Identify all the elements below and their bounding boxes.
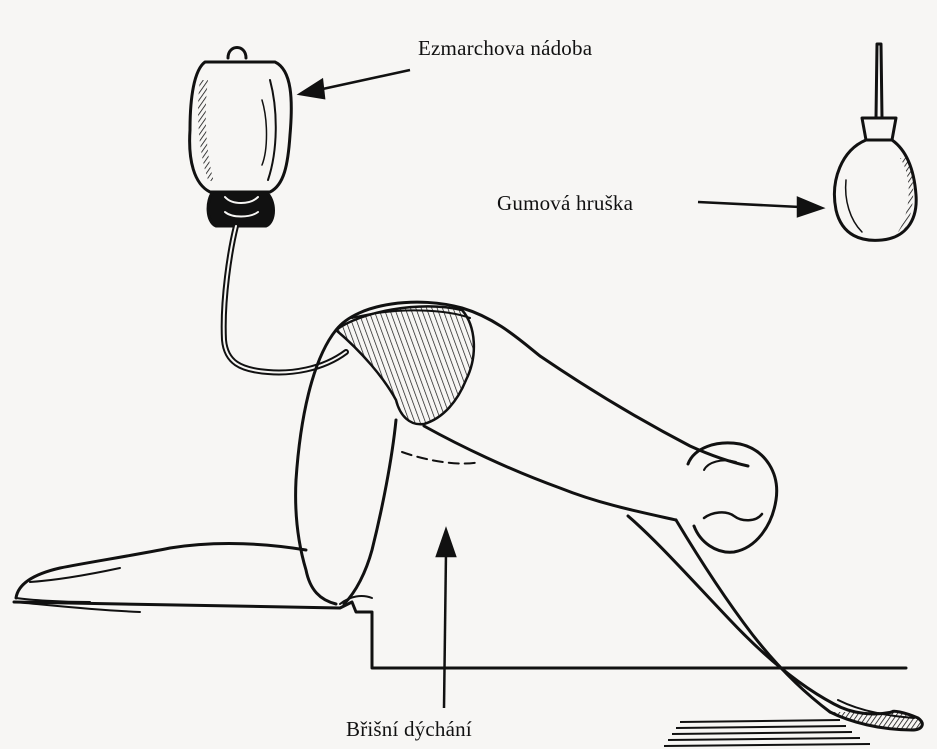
underwear bbox=[336, 306, 474, 424]
floor-hatching bbox=[664, 720, 870, 746]
hand bbox=[830, 711, 922, 730]
enema-container bbox=[190, 48, 292, 227]
arrow-to-abdomen bbox=[437, 530, 455, 708]
enema-container-label: Ezmarchova nádoba bbox=[418, 36, 592, 61]
head bbox=[688, 443, 777, 552]
container-hook bbox=[228, 48, 246, 59]
enema-tube bbox=[224, 226, 346, 372]
rubber-bulb bbox=[834, 44, 916, 240]
arrow-to-container bbox=[300, 70, 410, 98]
patient-figure bbox=[16, 302, 922, 730]
abdominal-breathing-label: Břišní dýchání bbox=[346, 717, 472, 742]
rubber-bulb-label: Gumová hruška bbox=[497, 191, 633, 216]
arrow-to-bulb bbox=[698, 198, 822, 216]
